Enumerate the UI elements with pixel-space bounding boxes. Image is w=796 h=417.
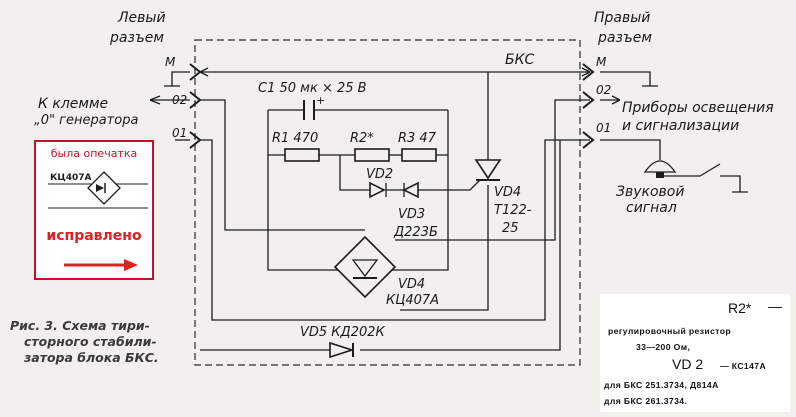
correct-bridge-symbol: КЦ407А bbox=[48, 171, 148, 209]
note-r2-desc-1: регулировочный резистор bbox=[608, 326, 732, 336]
right-pin-01: 01 bbox=[596, 121, 611, 135]
right-pin-m: М bbox=[596, 55, 607, 69]
caption-line-1: Рис. 3. Схема тири- bbox=[10, 318, 150, 333]
correction-symbol-label: КЦ407А bbox=[50, 173, 91, 183]
vd5-label: VD5 КД202К bbox=[300, 325, 386, 340]
correction-fixed-label: исправлено bbox=[46, 228, 142, 244]
thyristor-vd4 bbox=[474, 159, 502, 180]
vd3-label: VD3 bbox=[398, 207, 425, 222]
vd4-bridge-label: VD4 bbox=[398, 277, 425, 292]
r1-label: R1 470 bbox=[272, 131, 318, 146]
caption-line-3: затора блока БКС. bbox=[24, 350, 159, 365]
vd4-thyristor-type-1: Т122- bbox=[494, 203, 532, 218]
note-r2-label: R2* bbox=[728, 300, 752, 316]
left-connector-label-2: разъем bbox=[109, 30, 164, 46]
r2-label: R2* bbox=[350, 131, 374, 146]
to-terminal-label: К клемме bbox=[38, 96, 108, 112]
left-pin-01: 01 bbox=[172, 126, 187, 140]
note-r2-desc-2: 33—200 Ом, bbox=[636, 342, 691, 352]
horn-label: Звуковой bbox=[616, 184, 684, 200]
note-vd2-desc-2: для БКС 251.3734, Д814А bbox=[604, 380, 719, 390]
caption-line-2: сторного стабили- bbox=[24, 334, 157, 349]
vd4-thyristor-type-2: 25 bbox=[502, 221, 519, 236]
note-vd2-desc-1: — КС147А bbox=[720, 361, 767, 371]
note-box: R2* — регулировочный резистор 33—200 Ом,… bbox=[600, 294, 790, 412]
vd4-bridge-type-label: КЦ407А bbox=[386, 293, 439, 308]
horn-label-2: сигнал bbox=[626, 200, 677, 216]
right-connector-pins bbox=[582, 63, 595, 149]
note-dash: — bbox=[768, 298, 782, 314]
figure-caption: Рис. 3. Схема тири- сторного стабили- за… bbox=[10, 318, 180, 366]
vd4-thyristor-label: VD4 bbox=[494, 185, 521, 200]
note-vd2-label: VD 2 bbox=[672, 356, 704, 372]
c1-plus: + bbox=[316, 94, 325, 107]
to-terminal-label-2: „0" генератора bbox=[34, 113, 138, 128]
right-connector-label: Правый bbox=[594, 10, 650, 26]
left-pin-02: 02 bbox=[172, 93, 187, 107]
correction-box: была опечатка КЦ407А исправлено bbox=[34, 140, 154, 280]
diode-vd3 bbox=[402, 181, 419, 199]
horn-symbol bbox=[643, 160, 748, 193]
r3-label: R3 47 bbox=[398, 131, 437, 146]
right-connector-label-2: разъем bbox=[597, 30, 652, 46]
vd2-label: VD2 bbox=[366, 167, 393, 182]
note-vd2-desc-3: для БКС 261.3734. bbox=[604, 396, 688, 406]
lights-label-2: и сигнализации bbox=[622, 118, 739, 134]
resistor-r1 bbox=[284, 148, 320, 162]
resistor-r3 bbox=[401, 148, 437, 162]
zener-vd2 bbox=[369, 181, 386, 199]
resistor-r2 bbox=[354, 148, 390, 162]
arrow-right-icon bbox=[64, 259, 138, 271]
bridge-vd4 bbox=[333, 235, 397, 299]
bks-block-outline bbox=[194, 39, 581, 366]
left-pin-m: М bbox=[165, 55, 176, 69]
c1-label: C1 50 мк × 25 В bbox=[258, 81, 367, 96]
vd3-type-label: Д223Б bbox=[393, 225, 438, 240]
lights-label: Приборы освещения bbox=[622, 100, 774, 116]
correction-title: была опечатка bbox=[50, 147, 138, 160]
bks-label: БКС bbox=[505, 52, 535, 68]
right-pin-02: 02 bbox=[596, 83, 611, 97]
diode-vd5 bbox=[329, 341, 355, 359]
left-connector-label: Левый bbox=[117, 10, 166, 26]
